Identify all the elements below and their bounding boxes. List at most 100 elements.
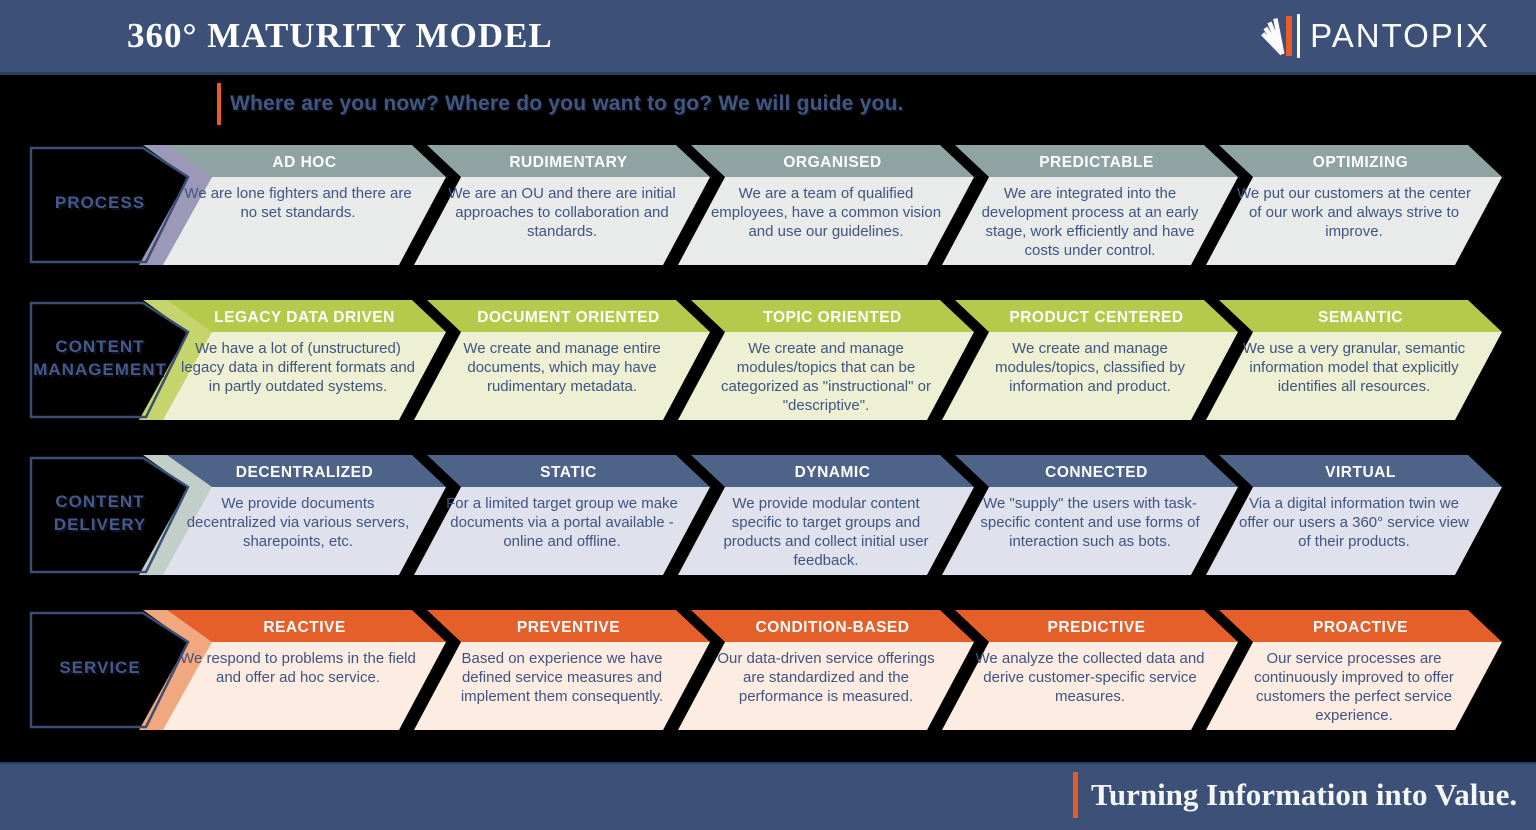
stage-header-shape <box>955 610 1238 642</box>
stage-title: LEGACY DATA DRIVEN <box>214 309 395 326</box>
stage-title: ORGANISED <box>783 154 882 171</box>
stage-description: We analyze the collected data and derive… <box>975 650 1205 705</box>
stage-description: For a limited target group we make docum… <box>446 495 678 550</box>
maturity-row-content-management: CONTENT MANAGEMENT LEGACY DATA DRIVEN We… <box>0 300 1536 420</box>
stage-description: We are lone fighters and there are no se… <box>184 185 412 221</box>
stage-body-shape <box>678 487 974 575</box>
stage-body-shape <box>678 177 974 265</box>
slogan-text: Turning Information into Value. <box>1091 777 1518 812</box>
stage-header-shape <box>427 145 710 177</box>
stage-body-shape <box>1206 487 1502 575</box>
stage-description: We put our customers at the center of ou… <box>1236 185 1471 240</box>
stage-header-shape <box>163 610 446 642</box>
stage-header-shape <box>955 455 1238 487</box>
stage-title: TOPIC ORIENTED <box>763 309 902 326</box>
stage-header-shape <box>955 300 1238 332</box>
stage-description: We use a very granular, semantic informa… <box>1242 340 1466 395</box>
stage-body-shape <box>1206 177 1502 265</box>
label-box-outline <box>29 146 190 264</box>
stage-header-shape <box>427 300 710 332</box>
tagline-text: Where are you now? Where do you want to … <box>230 92 904 115</box>
row-shapes <box>29 455 1502 575</box>
pantopix-logo-icon <box>1261 14 1301 58</box>
stage-title: DECENTRALIZED <box>235 464 374 481</box>
stage-title: SEMANTIC <box>1318 309 1403 326</box>
stage-header-shape <box>691 300 974 332</box>
stage-title: OPTIMIZING <box>1312 154 1409 171</box>
stage-title: DYNAMIC <box>794 464 871 481</box>
label-box-outline <box>29 611 190 729</box>
stage-header-shape <box>427 610 710 642</box>
stage-title: AD HOC <box>272 154 337 171</box>
stage-title: PREDICTIVE <box>1047 619 1146 636</box>
stage-header-shape <box>163 455 446 487</box>
stage-description: We create and manage modules/topics that… <box>721 340 931 414</box>
stage-description: We create and manage modules/topics, cla… <box>994 340 1186 395</box>
row-shapes <box>29 300 1502 420</box>
stage-description: We are a team of qualified employees, ha… <box>710 185 942 240</box>
row-label: PROCESS <box>54 193 146 213</box>
stage-header-shape <box>691 455 974 487</box>
stage-header-shape <box>163 145 446 177</box>
maturity-row-content-delivery: CONTENT DELIVERY DECENTRALIZED We provid… <box>0 455 1536 575</box>
stage-title: PRODUCT CENTERED <box>1009 309 1184 326</box>
stage-header-shape <box>955 145 1238 177</box>
stage-title: STATIC <box>540 464 597 481</box>
stage-body-shape <box>150 177 446 265</box>
stage-description: We provide documents decentralized via v… <box>186 495 410 550</box>
bottom-footer-bar <box>0 762 1536 830</box>
stage-body-shape <box>414 177 710 265</box>
label-box-outline <box>29 456 190 574</box>
stage-body-shape <box>414 642 710 730</box>
stage-body-shape <box>942 332 1238 420</box>
pantopix-logo-text: PANTOPIX <box>1310 17 1490 54</box>
stage-header-shape <box>1219 455 1502 487</box>
row-label: CONTENT DELIVERY <box>53 491 147 534</box>
stage-body-shape <box>414 332 710 420</box>
stage-description: We have a lot of (unstructured) legacy d… <box>180 340 416 395</box>
stage-description: Based on experience we have defined serv… <box>460 650 664 705</box>
stage-body-shape <box>1206 332 1502 420</box>
maturity-row-process: PROCESS AD HOC We are lone fighters and … <box>0 145 1536 265</box>
stage-description: Our service processes are continuously i… <box>1254 650 1454 724</box>
slogan-accent-rule <box>1073 772 1078 818</box>
stage-title: CONNECTED <box>1045 464 1148 481</box>
stage-body-shape <box>942 177 1238 265</box>
stage-description: We are integrated into the development p… <box>981 185 1199 259</box>
stage-title: CONDITION-BASED <box>755 619 910 636</box>
stage-body-shape <box>678 332 974 420</box>
stage-body-shape <box>678 642 974 730</box>
stage-title: PREVENTIVE <box>516 619 621 636</box>
stage-description: Via a digital information twin we offer … <box>1239 495 1469 550</box>
stage-title: DOCUMENT ORIENTED <box>477 309 660 326</box>
stage-header-shape <box>1219 145 1502 177</box>
stage-header-shape <box>691 610 974 642</box>
stage-body-shape <box>150 487 446 575</box>
stage-header-shape <box>1219 300 1502 332</box>
stage-description: Our data-driven service offerings are st… <box>717 650 935 705</box>
row-shapes <box>29 610 1502 730</box>
stage-description: We are an OU and there are initial appro… <box>448 185 676 240</box>
stage-body-shape <box>414 487 710 575</box>
footer-slogan: Turning Information into Value. <box>1073 762 1517 828</box>
label-box-outline <box>29 301 190 419</box>
stage-body-shape <box>150 332 446 420</box>
top-header-bar: 360° MATURITY MODEL PANTOPIX <box>0 0 1536 75</box>
stage-header-shape <box>427 455 710 487</box>
stage-body-shape <box>150 642 446 730</box>
maturity-row-service: SERVICE REACTIVE We respond to problems … <box>0 610 1536 730</box>
row-shapes <box>29 145 1502 265</box>
stage-title: RUDIMENTARY <box>509 154 628 171</box>
stage-header-shape <box>163 300 446 332</box>
stage-description: We respond to problems in the field and … <box>180 650 416 686</box>
stage-description: We create and manage entire documents, w… <box>463 340 661 395</box>
tagline: Where are you now? Where do you want to … <box>217 82 904 126</box>
stage-title: VIRTUAL <box>1325 464 1396 481</box>
stage-title: REACTIVE <box>263 619 346 636</box>
row-label: CONTENT MANAGEMENT <box>33 336 167 379</box>
stage-title: PREDICTABLE <box>1039 154 1154 171</box>
page-title: 360° MATURITY MODEL <box>127 16 553 55</box>
stage-body-shape <box>942 642 1238 730</box>
stage-description: We "supply" the users with task-specific… <box>980 495 1200 550</box>
stage-header-shape <box>1219 610 1502 642</box>
